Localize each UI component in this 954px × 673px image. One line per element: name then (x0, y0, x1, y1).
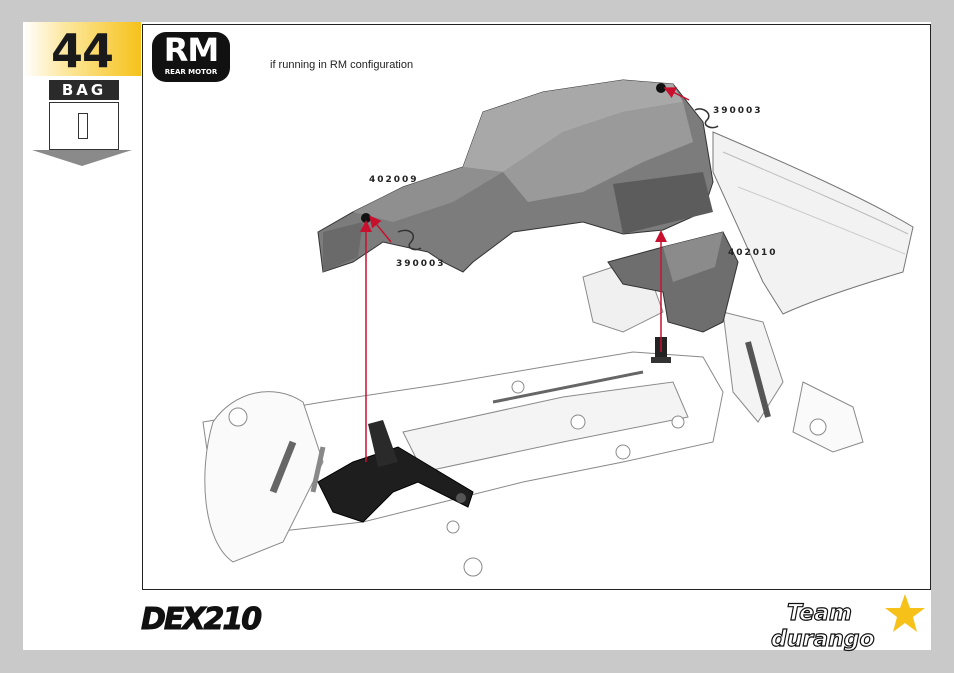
bag-down-arrow-icon (32, 150, 132, 166)
logo-word-durango: durango (771, 627, 875, 652)
part-number-clip-top-right: 390003 (713, 106, 763, 116)
body-clip-icon (397, 108, 719, 251)
assembly-arrows (360, 87, 690, 462)
rm-badge-subtitle: REAR MOTOR (164, 68, 218, 76)
logo-word-team: Team (787, 601, 852, 626)
bag-number-slot (78, 113, 88, 139)
rear-wing (712, 131, 914, 315)
illustration-frame (142, 24, 931, 590)
rear-body-mount (607, 231, 739, 363)
step-number: 44 (51, 24, 114, 78)
part-number-body-shell: 402009 (369, 175, 419, 185)
dex210-logo: DEX210 (140, 602, 262, 638)
bag-number-card (49, 102, 119, 150)
team-durango-logo: Team durango (770, 594, 925, 652)
manual-page: 44 BAG RM REAR MOTOR if running in RM co… (23, 22, 931, 652)
part-number-body-mount: 402010 (728, 248, 778, 258)
body-shell (317, 79, 714, 273)
bag-label: BAG (49, 80, 119, 100)
chassis (202, 256, 864, 577)
front-shock (269, 440, 326, 494)
assembly-diagram (202, 79, 914, 577)
configuration-note: if running in RM configuration (270, 59, 414, 71)
logo-star-icon (885, 594, 925, 632)
step-number-tab: 44 (23, 22, 141, 78)
rm-badge-title: RM (163, 31, 219, 69)
rear-motor-badge: RM REAR MOTOR (152, 32, 230, 82)
part-number-clip-left: 390003 (396, 259, 446, 269)
front-body-mount (317, 420, 474, 523)
